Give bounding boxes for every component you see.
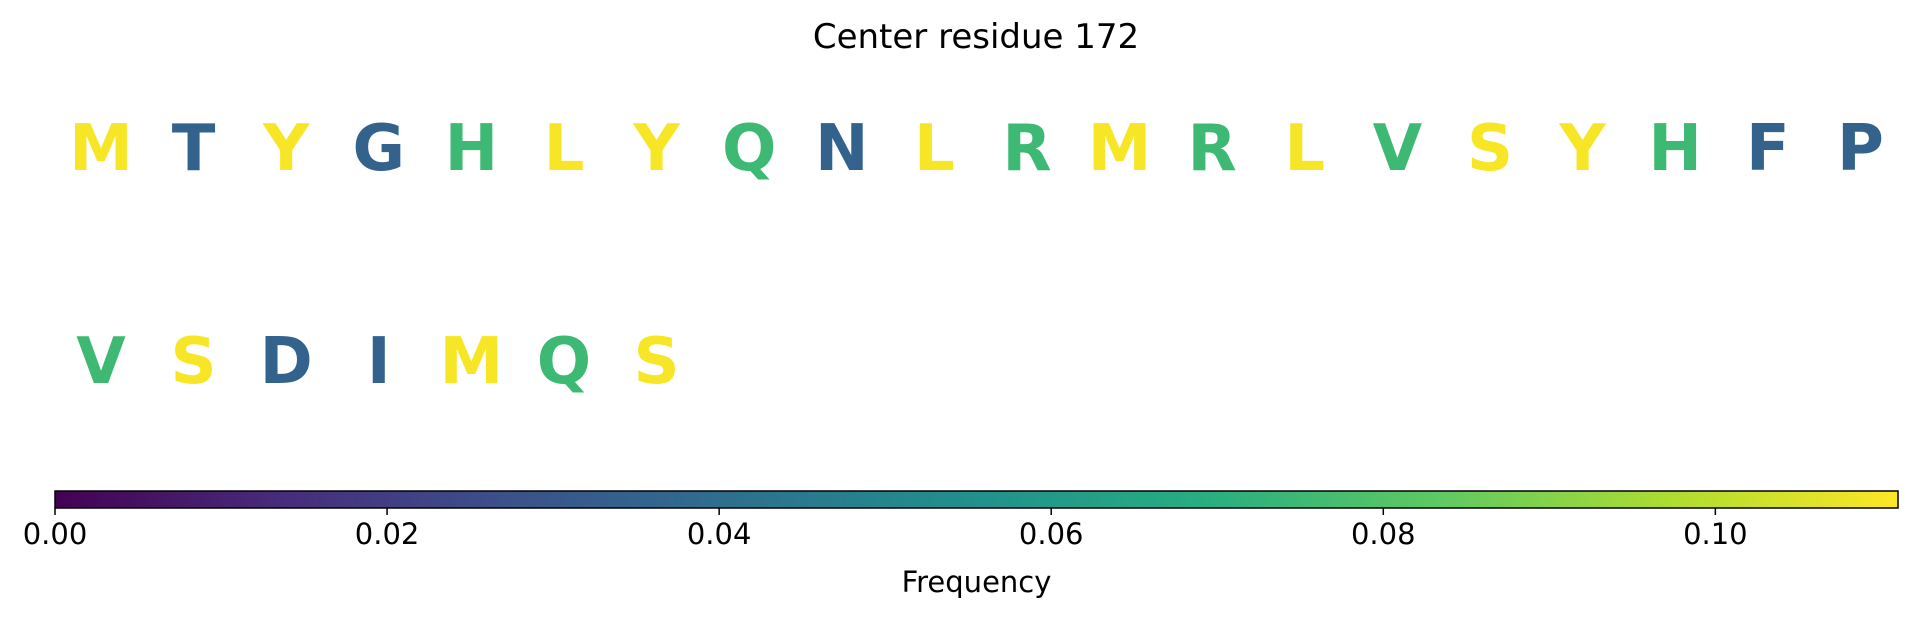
- residue-letter: G: [353, 112, 406, 186]
- residue-letter: P: [1837, 112, 1884, 186]
- residue-letter: L: [1284, 112, 1325, 186]
- residue-letter: L: [914, 112, 955, 186]
- residue-letter: N: [815, 112, 869, 186]
- colorbar-gradient: [54, 490, 1899, 509]
- chart-title: Center residue 172: [813, 17, 1139, 57]
- residue-letter: R: [1002, 112, 1051, 186]
- residue-letter: H: [1648, 112, 1702, 186]
- residue-letter: M: [440, 325, 504, 399]
- residue-letter: S: [171, 325, 217, 399]
- colorbar: 0.00 0.02 0.04 0.06 0.08 0.10 Frequency: [23, 490, 1899, 599]
- residue-letter: Y: [1558, 112, 1606, 186]
- residue-letter: M: [1088, 112, 1152, 186]
- residue-letter: I: [367, 325, 391, 399]
- residue-letter: F: [1746, 112, 1790, 186]
- colorbar-tick-label: 0.08: [1351, 517, 1416, 551]
- residue-letter: M: [69, 112, 133, 186]
- colorbar-axis-label: Frequency: [902, 565, 1052, 599]
- residue-letter: Q: [722, 112, 776, 186]
- residue-letter: L: [544, 112, 585, 186]
- colorbar-tick-label: 0.10: [1683, 517, 1748, 551]
- colorbar-tick-label: 0.06: [1019, 517, 1084, 551]
- residue-letter: D: [260, 325, 313, 399]
- colorbar-ticks: 0.00 0.02 0.04 0.06 0.08 0.10: [23, 508, 1748, 551]
- residue-letter: H: [445, 112, 499, 186]
- residue-letter: V: [76, 325, 126, 399]
- residue-letter: Q: [537, 325, 591, 399]
- residue-letter: R: [1188, 112, 1237, 186]
- residue-letter: T: [172, 112, 216, 186]
- colorbar-tick-label: 0.04: [687, 517, 752, 551]
- residue-letter: V: [1373, 112, 1423, 186]
- residue-letter: S: [634, 325, 680, 399]
- residue-letter: Y: [632, 112, 680, 186]
- residue-letter: S: [1467, 112, 1513, 186]
- colorbar-tick-label: 0.02: [355, 517, 420, 551]
- colorbar-tick-label: 0.00: [23, 517, 88, 551]
- residue-letter: Y: [262, 112, 310, 186]
